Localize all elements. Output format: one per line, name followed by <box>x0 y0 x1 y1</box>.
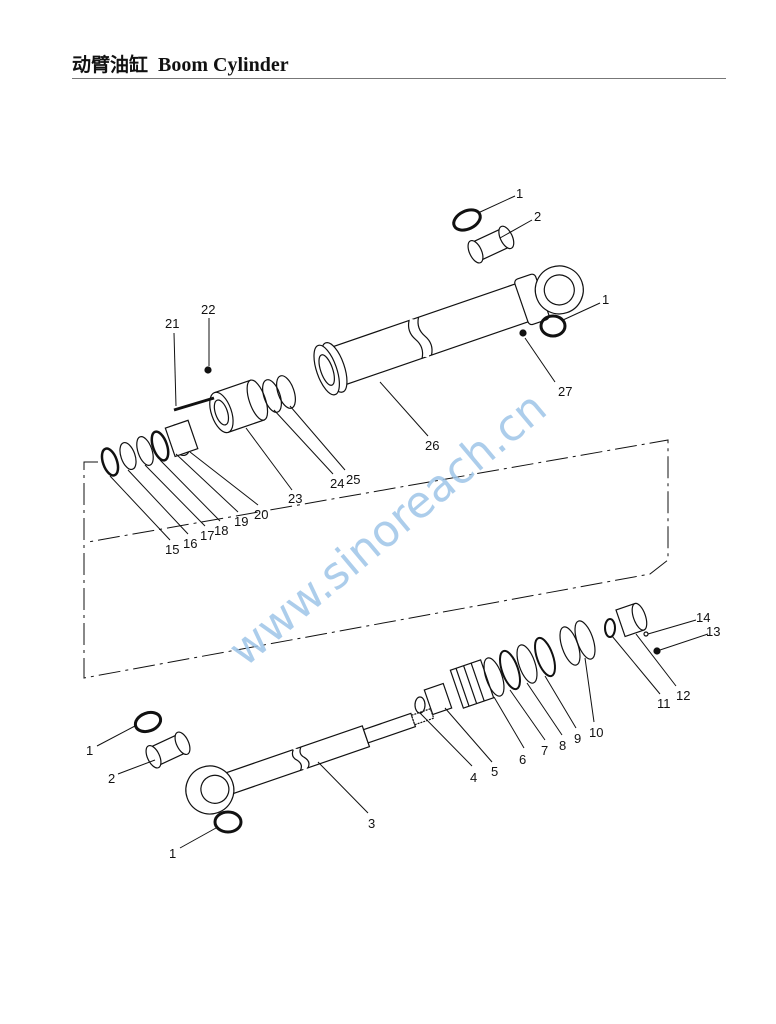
o-ring-4 <box>414 696 426 714</box>
seal-ring-1 <box>452 208 482 232</box>
wiper-15 <box>100 447 120 477</box>
callout-11: 11 <box>657 696 671 711</box>
callout-27: 27 <box>558 384 572 399</box>
bushing-2 <box>467 225 515 264</box>
piston-rod-3 <box>185 707 435 815</box>
callout-6: 6 <box>519 752 526 767</box>
ring-7 <box>483 657 505 697</box>
assembly-guide-line <box>83 439 669 679</box>
callout-3: 3 <box>368 816 375 831</box>
spacer-5 <box>423 682 453 716</box>
nut-12 <box>615 602 648 638</box>
callout-1: 1 <box>86 743 93 758</box>
bolt-21 <box>173 396 215 412</box>
ring-8 <box>499 649 521 691</box>
seal-17 <box>136 436 154 466</box>
o-ring-24 <box>262 379 282 413</box>
grease-nipple-27 <box>519 329 527 337</box>
piston-6 <box>449 659 495 709</box>
callout-13: 13 <box>706 624 720 639</box>
callout-1: 1 <box>602 292 609 307</box>
bushing-20 <box>164 419 199 458</box>
header-divider <box>72 78 726 79</box>
callout-5: 5 <box>491 764 498 779</box>
callout-16: 16 <box>183 536 197 551</box>
cylinder-barrel <box>313 265 584 396</box>
ring-9 <box>516 644 538 684</box>
seal-18 <box>150 430 170 462</box>
seal-ring-1 <box>213 810 243 834</box>
callout-12: 12 <box>676 688 690 703</box>
callout-14: 14 <box>696 610 710 625</box>
callout-7: 7 <box>541 743 548 758</box>
ball-22 <box>204 366 212 374</box>
callout-24: 24 <box>330 476 344 491</box>
callout-4: 4 <box>470 770 477 785</box>
callout-22: 22 <box>201 302 215 317</box>
callout-2: 2 <box>108 771 115 786</box>
ring-10 <box>534 636 556 678</box>
callout-9: 9 <box>574 731 581 746</box>
callout-15: 15 <box>165 542 179 557</box>
callout-1: 1 <box>516 186 523 201</box>
title-english: Boom Cylinder <box>158 54 289 76</box>
ball-14 <box>643 631 649 637</box>
seal-ring-1 <box>133 710 163 734</box>
callout-21: 21 <box>165 316 179 331</box>
seal-16 <box>119 441 137 471</box>
callout-25: 25 <box>346 472 360 487</box>
o-ring-11 <box>604 618 616 638</box>
callout-19: 19 <box>234 514 248 529</box>
cylinder-head-23 <box>209 379 269 434</box>
callout-20: 20 <box>254 507 268 522</box>
bushing-2 <box>145 731 191 769</box>
backup-ring-25 <box>276 375 296 409</box>
callout-23: 23 <box>288 491 302 506</box>
page-title: 动臂油缸 Boom Cylinder <box>72 50 289 77</box>
callout-2: 2 <box>534 209 541 224</box>
callout-18: 18 <box>214 523 228 538</box>
callout-26: 26 <box>425 438 439 453</box>
title-chinese: 动臂油缸 <box>72 54 149 76</box>
ring-10c <box>574 620 596 660</box>
seal-ring-1 <box>539 314 567 338</box>
callout-10: 10 <box>589 725 603 740</box>
callout-8: 8 <box>559 738 566 753</box>
leader-lines <box>96 195 709 849</box>
screw-13 <box>653 647 661 655</box>
ring-10b <box>559 626 581 666</box>
callout-17: 17 <box>200 528 214 543</box>
watermark: www.sinoreach.cn <box>219 382 556 676</box>
callout-1: 1 <box>169 846 176 861</box>
